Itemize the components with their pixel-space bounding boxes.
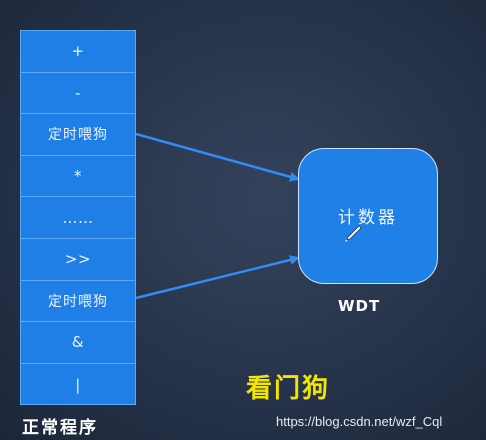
program-column: + - 定时喂狗 * …… >> 定时喂狗 & | [20,30,136,405]
pen-cursor-icon [345,225,362,242]
program-caption: 正常程序 [22,418,98,438]
watermark-text: https://blog.csdn.net/wzf_Cql [276,414,443,429]
arrow-feed-2 [135,255,300,300]
program-cell-label: …… [62,208,94,227]
counter-label: 计数器 [338,208,398,228]
program-cell: + [21,31,135,73]
program-cell: 定时喂狗 [21,114,135,156]
program-cell: >> [21,239,135,281]
program-cell: 定时喂狗 [21,281,135,323]
program-cell-label: | [75,375,81,394]
program-cell-label: * [74,167,82,186]
arrow-feed-1 [135,132,300,182]
program-cell-label: + [71,42,85,61]
program-cell-label: >> [64,250,92,269]
title-label: 看门狗 [246,374,331,404]
program-cell: | [21,364,135,406]
program-cell: - [21,73,135,115]
program-cell: * [21,156,135,198]
program-cell: & [21,322,135,364]
counter-block: 计数器 [298,148,438,284]
wdt-label: WDT [338,297,381,315]
program-cell-label: 定时喂狗 [48,293,108,310]
program-cell: …… [21,197,135,239]
program-cell-label: 定时喂狗 [48,127,108,144]
program-cell-label: & [71,333,85,352]
program-cell-label: - [75,83,81,102]
